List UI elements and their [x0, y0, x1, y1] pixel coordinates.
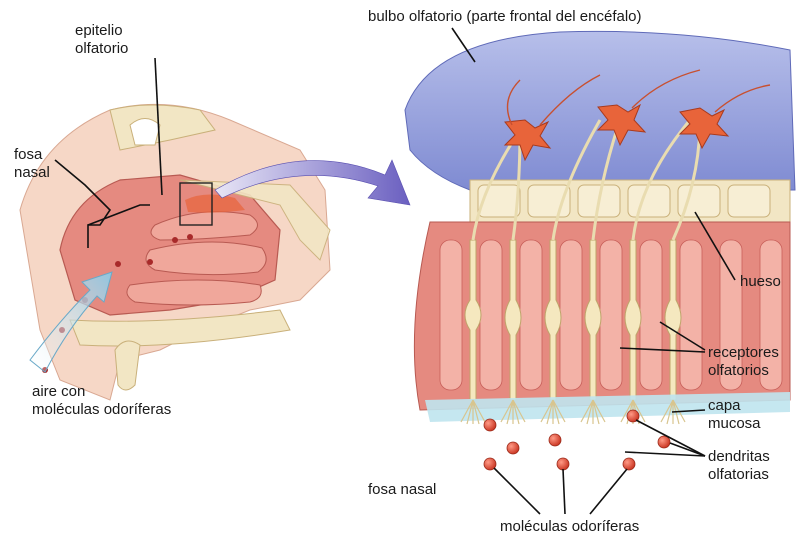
- label-capa-mucosa: capa mucosa: [708, 397, 761, 433]
- label-epitelio-olfatorio: epitelio olfatorio: [75, 22, 128, 58]
- cavity-molecule: [115, 261, 121, 267]
- cavity-molecule: [172, 237, 178, 243]
- nasal-cavity-section: [20, 104, 330, 400]
- label-dendritas-olfatorias: dendritas olfatorias: [708, 448, 770, 484]
- label-bulbo-olfatorio: bulbo olfatorio (parte frontal del encéf…: [368, 8, 642, 26]
- odor-molecule: [557, 458, 569, 470]
- frontal-sinus: [130, 119, 160, 146]
- label-fosa-nasal-right: fosa nasal: [368, 481, 436, 499]
- label-hueso: hueso: [740, 273, 781, 291]
- label-receptores-olfatorios: receptores olfatorios: [708, 344, 779, 380]
- label-fosa-nasal-left: fosa nasal: [14, 146, 50, 182]
- odor-molecule: [484, 419, 496, 431]
- odor-molecule: [623, 458, 635, 470]
- label-aire-con-moleculas: aire con moléculas odoríferas: [32, 383, 171, 419]
- odor-molecule: [507, 442, 519, 454]
- cavity-molecule: [187, 234, 193, 240]
- label-moleculas-odoriferas: moléculas odoríferas: [500, 518, 639, 536]
- cavity-molecule: [147, 259, 153, 265]
- olfactory-bulb: [405, 31, 795, 190]
- turbinate-middle: [146, 242, 266, 275]
- odor-molecule: [549, 434, 561, 446]
- odor-molecule: [658, 436, 670, 448]
- turbinate-lower: [127, 280, 261, 305]
